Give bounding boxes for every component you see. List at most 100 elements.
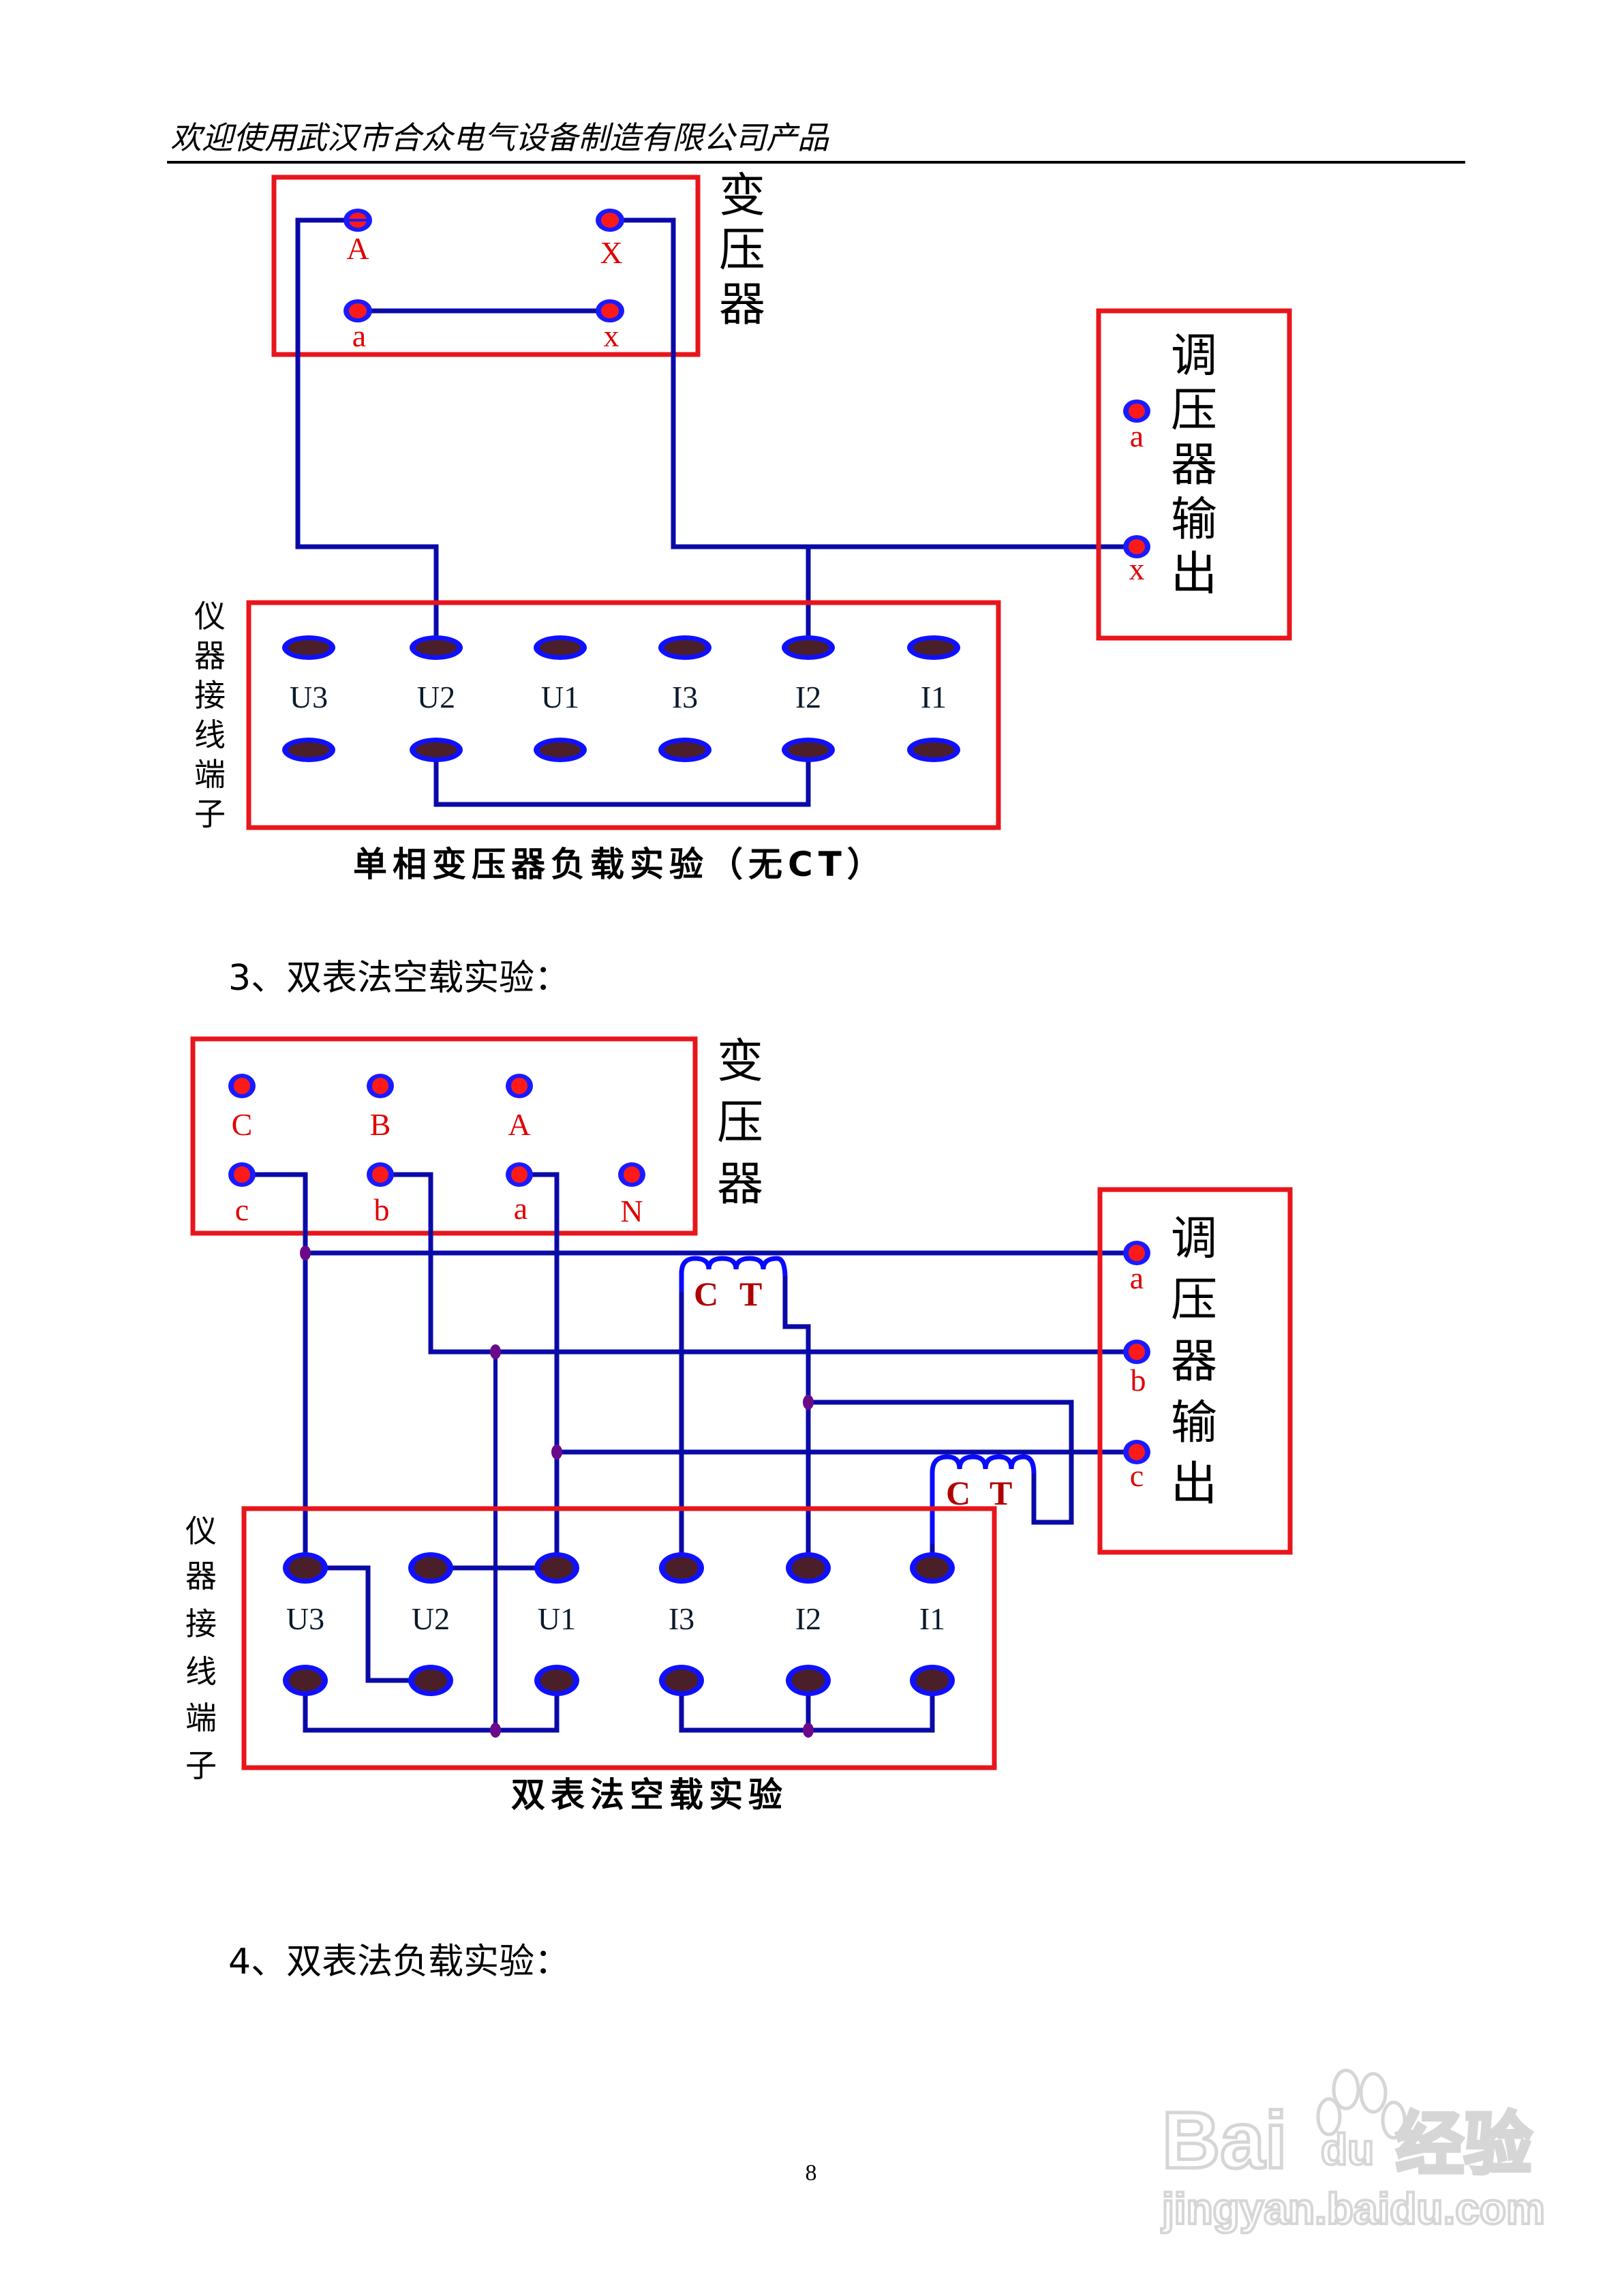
instrument-side-label-char: 线	[194, 716, 226, 753]
regulator-box	[1097, 1187, 1293, 1555]
terminal-post-u2-top	[410, 635, 463, 660]
regulator-terminal-a	[1123, 399, 1150, 423]
regulator-title-char: 出	[1171, 1457, 1217, 1511]
terminal-post-u1-top	[534, 1552, 579, 1584]
ct-label-c: C	[946, 1474, 970, 1512]
terminal-post-label: U2	[417, 680, 455, 714]
page-number: 8	[806, 2160, 817, 2186]
instrument-terminal-box	[246, 600, 1001, 830]
terminal-post-u3-bottom	[283, 1665, 328, 1696]
terminal-N	[618, 1162, 645, 1187]
wire-U3-top-to-U2-bottom	[305, 1565, 431, 1683]
terminal-label: x	[604, 318, 619, 353]
terminal-post-u2-bottom	[408, 1665, 453, 1696]
terminal-post-u3-bottom	[282, 738, 335, 762]
terminal-label: A	[346, 231, 369, 266]
terminal-post-i3-top	[659, 1552, 704, 1584]
watermark-url: jingyan.baidu.com	[1161, 2184, 1545, 2233]
instrument-terminal-box	[241, 1506, 997, 1770]
regulator-title-char: 压	[1171, 384, 1217, 438]
junction-dot	[551, 1445, 562, 1460]
junction-dot	[490, 1344, 501, 1359]
terminal-label: N	[620, 1194, 643, 1228]
wire-U-bottom-bus	[303, 1680, 560, 1733]
regulator-title-char: 输	[1171, 493, 1217, 547]
diagram-two-wattmeter-no-load: 变 压 器 C T C T C	[185, 1035, 1293, 1815]
terminal-label: C	[232, 1107, 253, 1142]
terminal-post-u1-top	[534, 635, 587, 660]
regulator-terminal-x	[1123, 535, 1150, 558]
terminal-C	[228, 1074, 256, 1098]
watermark-brand-mid: du	[1321, 2125, 1374, 2174]
instrument-side-label-char: 接	[194, 677, 226, 714]
wire-A-to-U2	[295, 217, 439, 648]
paw-icon	[1316, 2068, 1407, 2140]
baidu-jingyan-watermark: Bai du 经验 jingyan.baidu.com	[1160, 2068, 1546, 2235]
regulator-box	[1096, 308, 1292, 641]
junction-dot	[300, 1245, 311, 1260]
terminal-x	[596, 299, 624, 322]
regulator-title-char: 输	[1171, 1396, 1217, 1450]
terminal-post-u3-top	[282, 635, 335, 660]
instrument-posts: U3 U2 U1 I3 I2 I1	[282, 635, 960, 762]
terminal-post-u3-top	[283, 1552, 328, 1584]
terminal-post-u1-bottom	[534, 738, 587, 762]
terminal-post-i2-top	[782, 635, 835, 660]
terminal-post-label: I2	[795, 680, 821, 714]
ct-label-t: T	[990, 1474, 1012, 1512]
terminal-post-label: U2	[412, 1601, 450, 1636]
regulator-title-char: 出	[1171, 547, 1217, 601]
section-heading: 4、双表法负载实验：	[228, 1942, 570, 1982]
terminal-post-label: I3	[672, 680, 698, 714]
instrument-side-label-char: 子	[194, 796, 226, 832]
terminal-post-i1-top	[907, 635, 960, 660]
regulator-title-char: 压	[1171, 1273, 1217, 1327]
regulator-title-char: 器	[1171, 1335, 1217, 1389]
instrument-side-label-char: 接	[185, 1605, 217, 1642]
terminal-post-label: I1	[919, 1601, 945, 1636]
terminal-X	[596, 209, 624, 232]
terminal-post-i2-top	[786, 1552, 831, 1584]
wire-ct1-to-I2	[782, 1276, 811, 1568]
instrument-side-label-char: 仪	[194, 598, 226, 635]
diagram-caption: 双表法空载实验	[511, 1775, 788, 1815]
terminal-post-label: I2	[795, 1601, 821, 1636]
terminal-a	[343, 299, 372, 322]
terminal-A	[343, 209, 372, 232]
ct-label-c: C	[694, 1275, 718, 1313]
terminal-A	[506, 1074, 533, 1098]
transformer-box	[190, 1036, 698, 1236]
terminal-label: c	[235, 1192, 249, 1227]
terminal-post-label: U1	[541, 680, 579, 714]
transformer-box	[271, 175, 701, 357]
terminal-post-i3-bottom	[659, 1665, 704, 1696]
terminal-post-i1-top	[910, 1552, 955, 1584]
terminal-post-i2-bottom	[786, 1665, 831, 1696]
ct1-coil	[679, 1256, 788, 1295]
junction-dot	[490, 1723, 501, 1738]
terminal-label: x	[1129, 552, 1145, 586]
regulator-title-char: 调	[1171, 329, 1217, 383]
junction-dot	[803, 1395, 814, 1410]
terminal-label: c	[1130, 1458, 1144, 1493]
ct2-coil	[930, 1454, 1037, 1547]
instrument-side-label-char: 仪	[185, 1513, 217, 1550]
terminal-label: b	[1131, 1363, 1146, 1398]
terminal-post-label: U3	[286, 1601, 324, 1636]
terminal-a	[506, 1162, 533, 1187]
terminal-post-label: U3	[290, 680, 328, 714]
wire-X-to-regulator-x	[610, 217, 1135, 549]
ct-label-t: T	[739, 1275, 762, 1313]
watermark-brand-right: 经验	[1396, 2106, 1532, 2183]
terminal-label: a	[514, 1191, 527, 1226]
instrument-side-label-char: 端	[185, 1700, 217, 1736]
terminal-label: b	[374, 1192, 390, 1227]
terminal-post-label: I1	[921, 680, 947, 714]
terminal-post-i3-top	[658, 635, 711, 660]
instrument-side-label-char: 端	[194, 756, 226, 793]
terminal-post-label: U1	[538, 1601, 576, 1636]
terminal-post-i2-bottom	[782, 738, 835, 762]
regulator-title-char: 器	[1171, 438, 1217, 492]
terminal-c	[228, 1162, 256, 1187]
